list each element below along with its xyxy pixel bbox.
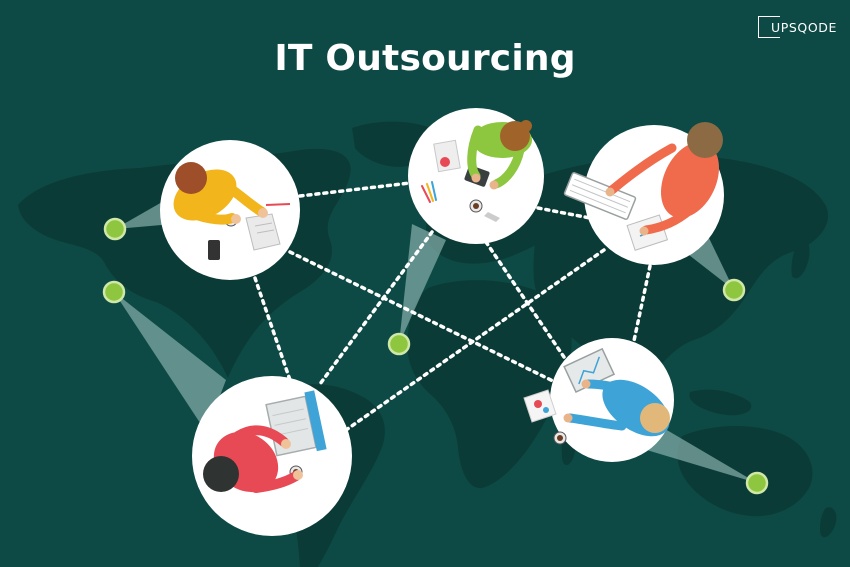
map-islands	[689, 389, 752, 416]
link-orange-red	[344, 248, 606, 432]
map-japan	[791, 239, 810, 279]
network-connections	[253, 181, 652, 432]
worker-orange-figure	[605, 122, 723, 236]
worker-circle-yellow	[160, 140, 300, 280]
link-yellow-green	[298, 181, 412, 198]
location-pin-asia	[722, 278, 746, 302]
worker-head	[203, 456, 239, 492]
link-green-orange	[536, 206, 592, 220]
worker-yellow-figure	[173, 162, 268, 225]
location-pin-north-america-central	[102, 280, 126, 304]
brand-logo: UPSQODE	[758, 15, 837, 39]
beam-green	[399, 224, 446, 344]
logo-mark-icon	[758, 16, 780, 38]
worker-green-figure	[467, 120, 532, 190]
worker-head	[640, 403, 670, 433]
beam-red	[114, 292, 226, 432]
location-pin-africa	[387, 332, 411, 356]
logo-text: UPSQODE	[771, 19, 838, 35]
worker-red-figure	[203, 425, 303, 493]
link-orange-blue	[630, 264, 652, 352]
map-australia	[677, 425, 813, 517]
location-beams	[114, 186, 757, 483]
link-green-blue	[484, 240, 568, 362]
worker-head	[687, 122, 723, 158]
worker-circle-orange	[563, 122, 724, 265]
map-new-zealand	[820, 507, 837, 538]
worker-circle-blue	[523, 338, 674, 462]
worker-circle-red	[192, 376, 352, 536]
page-title: IT Outsourcing	[274, 38, 576, 79]
location-pin-north-america-west	[103, 217, 127, 241]
link-yellow-red	[253, 276, 292, 382]
phone-icon	[208, 240, 220, 260]
keyboard-icon	[563, 171, 637, 221]
worker-blue-figure	[563, 379, 670, 437]
link-green-red	[318, 230, 434, 386]
beam-blue	[640, 426, 757, 483]
map-africa	[407, 280, 572, 489]
worker-head	[175, 162, 207, 194]
link-yellow-blue	[288, 250, 557, 384]
location-pin-australia	[745, 471, 769, 495]
worker-circle-green	[408, 108, 544, 244]
location-pins	[102, 217, 769, 495]
